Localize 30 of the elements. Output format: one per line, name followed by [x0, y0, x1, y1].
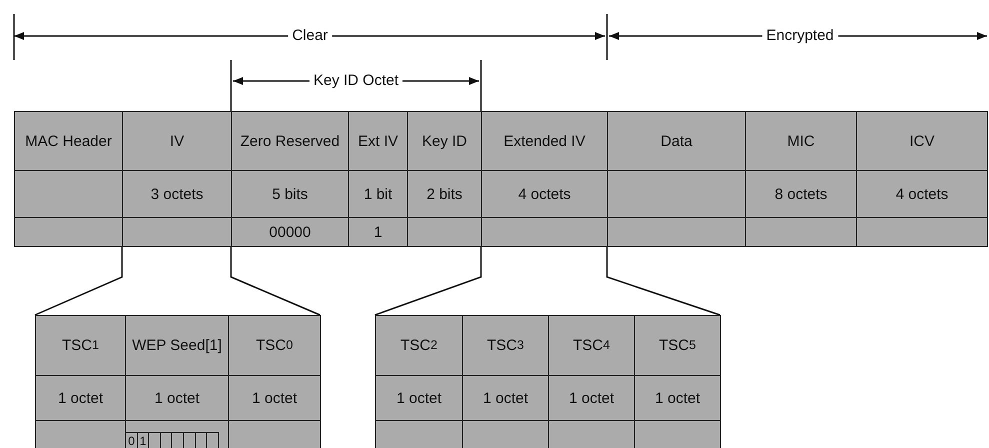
field-value-cell: 00000: [231, 217, 349, 247]
field-size-cell: 1 octet: [548, 375, 635, 421]
field-size-cell: 5 bits: [231, 170, 349, 218]
field-name-cell: MAC Header: [14, 111, 123, 171]
field-name-cell: WEP Seed[1]: [125, 315, 229, 376]
field-name-cell: Ext IV: [348, 111, 408, 171]
field-size-cell: 4 octets: [481, 170, 608, 218]
bit-cell: 0: [125, 432, 138, 448]
field-name-cell: ICV: [856, 111, 988, 171]
field-size-cell: 2 bits: [407, 170, 482, 218]
field-size-cell: 1 octet: [35, 375, 126, 421]
field-size-cell: 1 octet: [634, 375, 721, 421]
field-name-cell: IV: [122, 111, 232, 171]
field-size-cell: 1 bit: [348, 170, 408, 218]
field-size-cell: 1 octet: [125, 375, 229, 421]
field-name-cell: MIC: [745, 111, 857, 171]
field-size-cell: 1 octet: [375, 375, 463, 421]
field-size-cell: 3 octets: [122, 170, 232, 218]
field-size-cell: 8 octets: [745, 170, 857, 218]
field-name-cell: Extended IV: [481, 111, 608, 171]
field-name-cell: Zero Reserved: [231, 111, 349, 171]
field-name-cell: Key ID: [407, 111, 482, 171]
dimension-label: Key ID Octet: [309, 72, 403, 90]
bit-cell: 1: [137, 432, 149, 448]
dimension-label: Encrypted: [762, 27, 838, 45]
field-size-cell: 4 octets: [856, 170, 988, 218]
field-size-cell: 1 octet: [462, 375, 549, 421]
field-size-cell: 1 octet: [228, 375, 321, 421]
field-name-cell: Data: [607, 111, 746, 171]
field-value-cell: 1: [348, 217, 408, 247]
